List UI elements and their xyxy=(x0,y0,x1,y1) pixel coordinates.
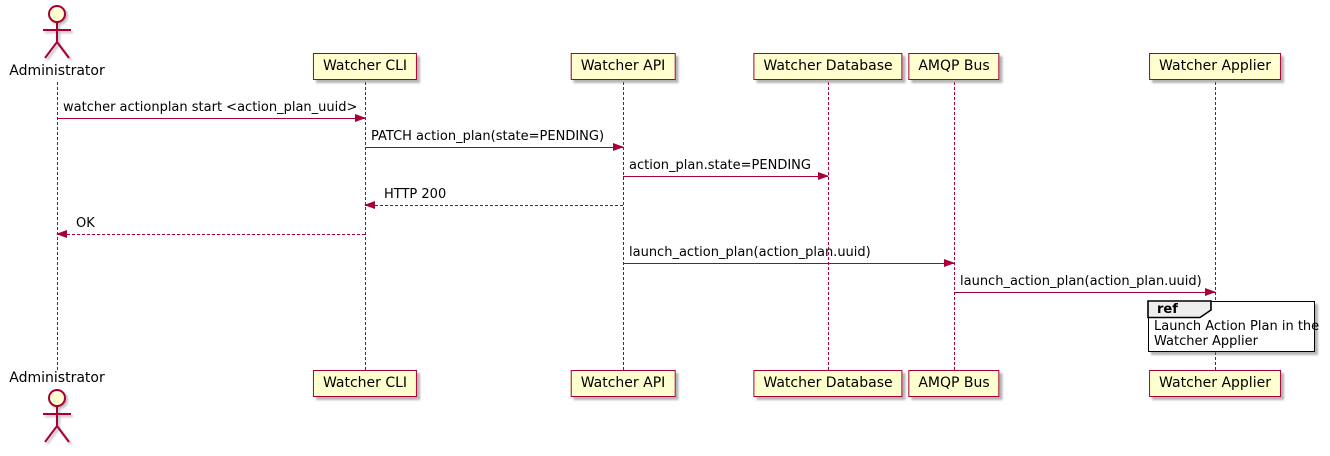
participant-box-bottom-watcher-database: Watcher Database xyxy=(753,370,903,397)
ref-fragment: ref Launch Action Plan in the Watcher Ap… xyxy=(1147,300,1319,352)
participant-box-bottom-amqp-bus: AMQP Bus xyxy=(908,370,1000,397)
message-label: OK xyxy=(76,216,95,231)
message-line xyxy=(57,118,365,119)
arrowhead-left-icon xyxy=(56,230,67,238)
message-label: launch_action_plan(action_plan.uuid) xyxy=(960,274,1202,289)
lifeline-watcher-database xyxy=(828,82,829,370)
participant-box-top-watcher-cli: Watcher CLI xyxy=(312,53,418,80)
message-label: action_plan.state=PENDING xyxy=(629,158,811,173)
actor-figure-bottom-administrator xyxy=(43,389,71,443)
participant-box-bottom-watcher-api: Watcher API xyxy=(570,370,676,397)
message-line xyxy=(365,147,623,148)
message-label: HTTP 200 xyxy=(384,187,447,202)
message-label: launch_action_plan(action_plan.uuid) xyxy=(629,245,871,260)
message-line xyxy=(57,234,365,235)
message-line xyxy=(365,205,623,206)
actor-figure-top-administrator xyxy=(43,5,71,59)
participant-box-bottom-watcher-cli: Watcher CLI xyxy=(312,370,418,397)
message-line xyxy=(954,292,1215,293)
ref-text-line1: Launch Action Plan in the xyxy=(1154,319,1320,334)
arrowhead-right-icon xyxy=(355,114,366,122)
lifeline-amqp-bus xyxy=(954,82,955,370)
actor-label-top-administrator: Administrator xyxy=(9,63,105,79)
arrowhead-right-icon xyxy=(613,143,624,151)
arrowhead-right-icon xyxy=(944,259,955,267)
participant-box-top-watcher-database: Watcher Database xyxy=(753,53,903,80)
ref-text-line2: Watcher Applier xyxy=(1154,334,1258,349)
participant-box-top-amqp-bus: AMQP Bus xyxy=(908,53,1000,80)
ref-tab-shape xyxy=(1147,300,1213,319)
arrowhead-left-icon xyxy=(364,201,375,209)
lifeline-administrator xyxy=(57,82,58,370)
message-label: watcher actionplan start <action_plan_uu… xyxy=(63,100,358,115)
message-line xyxy=(623,263,954,264)
participant-box-bottom-watcher-applier: Watcher Applier xyxy=(1149,370,1281,397)
participant-box-top-watcher-api: Watcher API xyxy=(570,53,676,80)
lifeline-watcher-api xyxy=(623,82,624,370)
participant-box-top-watcher-applier: Watcher Applier xyxy=(1149,53,1281,80)
message-line xyxy=(623,176,828,177)
lifeline-watcher-cli xyxy=(365,82,366,370)
lifeline-watcher-applier xyxy=(1215,82,1216,370)
message-label: PATCH action_plan(state=PENDING) xyxy=(371,129,605,144)
actor-label-bottom-administrator: Administrator xyxy=(9,370,105,386)
ref-text: Launch Action Plan in the Watcher Applie… xyxy=(1154,319,1319,349)
arrowhead-right-icon xyxy=(1205,288,1216,296)
ref-keyword: ref xyxy=(1157,302,1178,317)
arrowhead-right-icon xyxy=(818,172,829,180)
